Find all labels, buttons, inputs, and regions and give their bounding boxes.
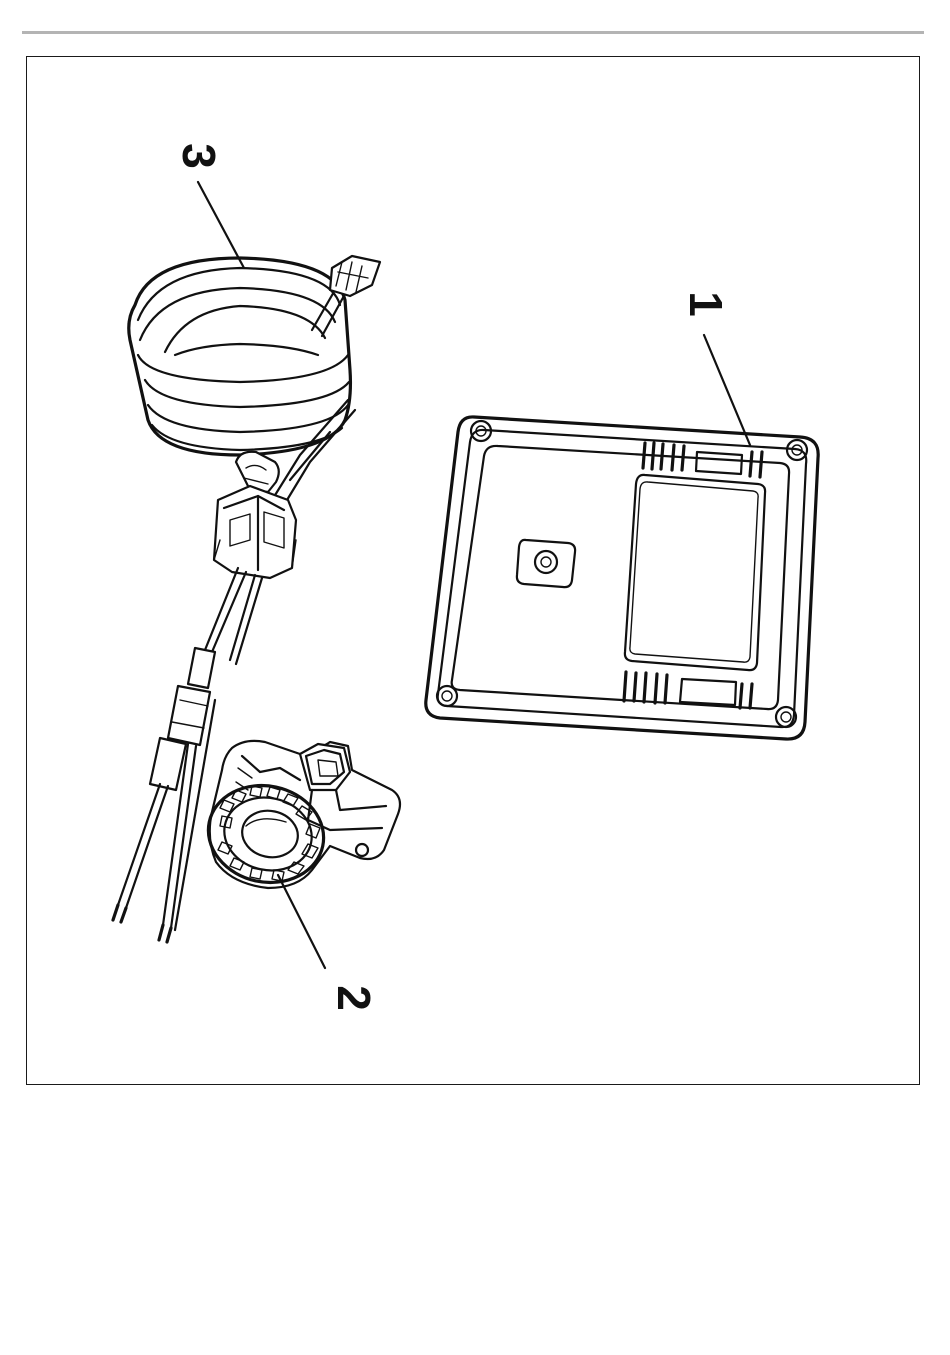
sensor	[199, 741, 400, 893]
bottom-ribs	[624, 672, 752, 708]
leader-2	[278, 875, 325, 968]
callout-number-1: 1	[680, 291, 732, 317]
leader-3	[198, 182, 244, 268]
control-module	[426, 417, 818, 739]
callout-number-2: 2	[328, 985, 380, 1011]
callout-number-3: 3	[173, 143, 225, 169]
leader-1	[704, 335, 750, 445]
